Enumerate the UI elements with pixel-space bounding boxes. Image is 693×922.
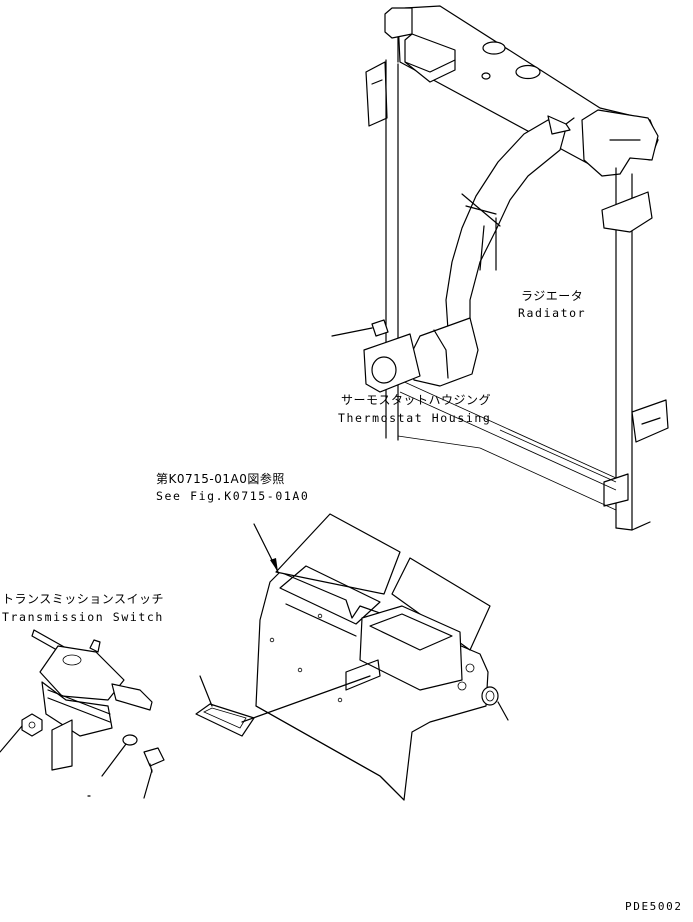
transmission-label-en: Transmission Switch — [2, 610, 164, 624]
transmission-switch-drawing — [0, 629, 165, 799]
radiator-label-jp: ラジエータ — [521, 289, 584, 303]
drawing-code: PDE5002 — [625, 900, 683, 913]
grommet-drawing — [481, 686, 509, 721]
thermostat-label-jp: サーモスタットハウジング — [341, 393, 492, 407]
radiator-drawing — [331, 5, 669, 531]
see-fig-label-jp: 第K0715-01A0図参照 — [156, 472, 285, 486]
see-fig-label-en: See Fig.K0715-01A0 — [156, 489, 310, 503]
thermostat-label-en: Thermostat Housing — [338, 411, 492, 425]
console-panel-drawing — [253, 513, 491, 801]
radiator-label-en: Radiator — [518, 306, 587, 320]
cover-plate-drawing — [195, 675, 371, 737]
transmission-label-jp: トランスミッションスイッチ — [2, 592, 165, 606]
